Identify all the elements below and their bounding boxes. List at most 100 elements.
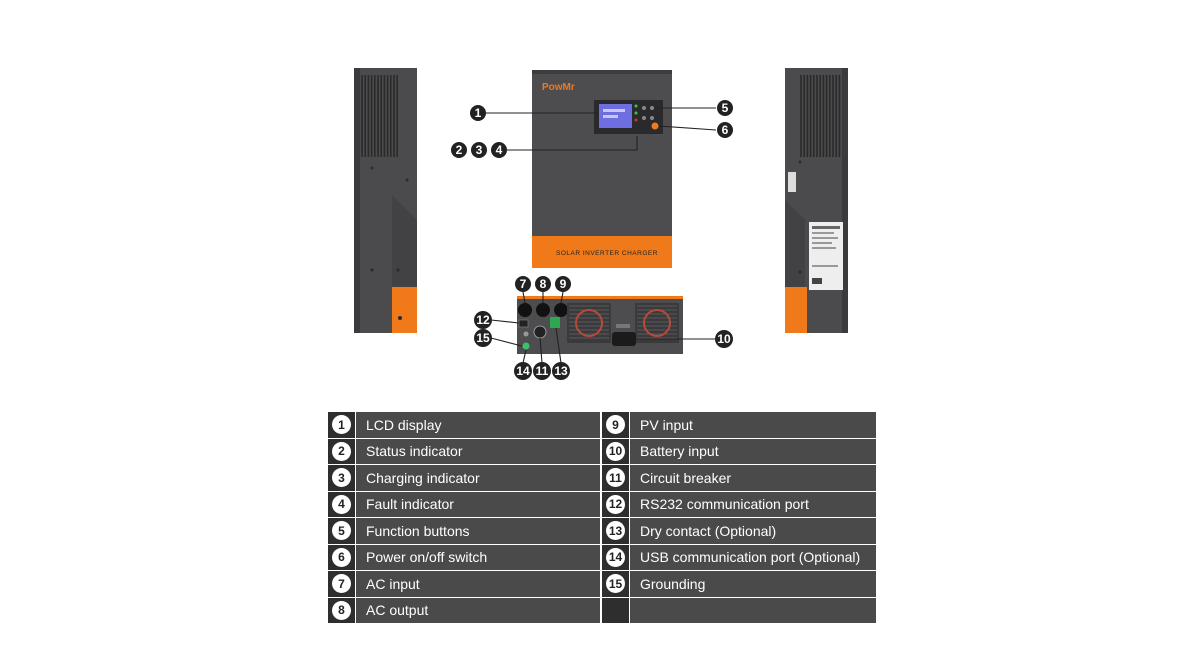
dry-contact	[550, 317, 560, 328]
bottom-view	[517, 296, 683, 354]
svg-text:14: 14	[516, 364, 530, 378]
marker-2: 2	[451, 142, 467, 158]
legend-number: 15	[606, 574, 625, 594]
fan-icon	[575, 309, 603, 337]
legend-number-cell: 15	[602, 571, 630, 597]
legend-label: Fault indicator	[366, 496, 454, 513]
marker-4: 4	[491, 142, 507, 158]
svg-text:12: 12	[476, 313, 490, 327]
legend-number: 10	[606, 441, 625, 461]
power-switch	[651, 122, 659, 130]
legend-number-cell: 8	[328, 597, 356, 623]
circuit-breaker	[533, 325, 547, 339]
legend-number: 2	[332, 441, 351, 461]
legend-number-cell: 12	[602, 491, 630, 517]
legend-row: 9 PV input	[602, 412, 876, 439]
ac-input-port	[518, 303, 532, 317]
svg-text:2: 2	[456, 143, 463, 157]
marker-6: 6	[717, 122, 733, 138]
marker-7: 7	[515, 276, 531, 292]
legend-number-cell: 3	[328, 465, 356, 491]
svg-text:1: 1	[475, 106, 482, 120]
legend-label: Power on/off switch	[366, 549, 488, 566]
legend-label: RS232 communication port	[640, 496, 809, 513]
legend-row: 8 AC output	[328, 597, 602, 624]
svg-text:3: 3	[476, 143, 483, 157]
svg-text:6: 6	[722, 123, 729, 137]
svg-text:15: 15	[476, 331, 490, 345]
legend-label: Circuit breaker	[640, 469, 732, 486]
legend-number-cell: 5	[328, 518, 356, 544]
svg-text:9: 9	[560, 277, 567, 291]
inverter-diagram: PowMr SOLAR INVERTER CHARGER	[354, 68, 848, 380]
legend-label: Grounding	[640, 575, 706, 592]
marker-1: 1	[470, 105, 486, 121]
svg-text:11: 11	[536, 364, 549, 378]
legend-number-cell: 7	[328, 571, 356, 597]
panel-label: SOLAR INVERTER CHARGER	[556, 250, 658, 257]
marker-15: 15	[474, 329, 492, 347]
legend-label: Status indicator	[366, 443, 463, 460]
marker-13: 13	[552, 362, 570, 380]
svg-text:13: 13	[554, 364, 568, 378]
legend-label: AC input	[366, 575, 420, 592]
legend-row: 2 Status indicator	[328, 438, 602, 465]
marker-10: 10	[715, 330, 733, 348]
legend-row	[602, 597, 876, 624]
battery-input	[612, 332, 636, 346]
brand-logo: PowMr	[542, 82, 575, 93]
legend-number-cell: 6	[328, 544, 356, 570]
legend-label: AC output	[366, 602, 429, 619]
svg-text:10: 10	[717, 332, 731, 346]
legend-number: 3	[332, 468, 351, 488]
left-side-view	[354, 68, 417, 333]
marker-5: 5	[717, 100, 733, 116]
grounding	[522, 342, 530, 350]
legend-number: 11	[606, 468, 625, 488]
svg-text:4: 4	[496, 143, 503, 157]
marker-8: 8	[535, 276, 551, 292]
legend-number: 5	[332, 521, 351, 541]
svg-text:7: 7	[520, 277, 527, 291]
ac-output-port	[536, 303, 550, 317]
legend-row: 6 Power on/off switch	[328, 544, 602, 571]
marker-9: 9	[555, 276, 571, 292]
legend-number-cell: 4	[328, 491, 356, 517]
legend-row: 15 Grounding	[602, 571, 876, 598]
svg-text:5: 5	[722, 101, 729, 115]
pv-input-port	[554, 303, 568, 317]
marker-11: 11	[533, 362, 551, 380]
legend-row: 3 Charging indicator	[328, 465, 602, 492]
legend-number: 13	[606, 521, 625, 541]
leader-lines	[486, 107, 717, 364]
legend-label: Charging indicator	[366, 469, 480, 486]
legend-row: 5 Function buttons	[328, 518, 602, 545]
svg-text:8: 8	[540, 277, 547, 291]
rs232-port	[518, 319, 529, 328]
legend-number-cell: 14	[602, 544, 630, 570]
legend-number-cell: 11	[602, 465, 630, 491]
legend-number-cell: 9	[602, 412, 630, 438]
marker-12: 12	[474, 311, 492, 329]
legend-row: 12 RS232 communication port	[602, 491, 876, 518]
legend-number: 6	[332, 547, 351, 567]
legend-number: 7	[332, 574, 351, 594]
legend-number-cell: 13	[602, 518, 630, 544]
right-side-view	[785, 68, 848, 333]
legend-row: 7 AC input	[328, 571, 602, 598]
legend-number: 4	[332, 494, 351, 514]
legend-number: 9	[606, 415, 625, 435]
marker-14: 14	[514, 362, 532, 380]
legend-number-cell	[602, 597, 630, 623]
legend-label: Function buttons	[366, 522, 470, 539]
legend-row: 4 Fault indicator	[328, 491, 602, 518]
legend-row: 11 Circuit breaker	[602, 465, 876, 492]
legend-label: PV input	[640, 416, 693, 433]
legend-number-cell: 2	[328, 438, 356, 464]
legend-number: 1	[332, 415, 351, 435]
